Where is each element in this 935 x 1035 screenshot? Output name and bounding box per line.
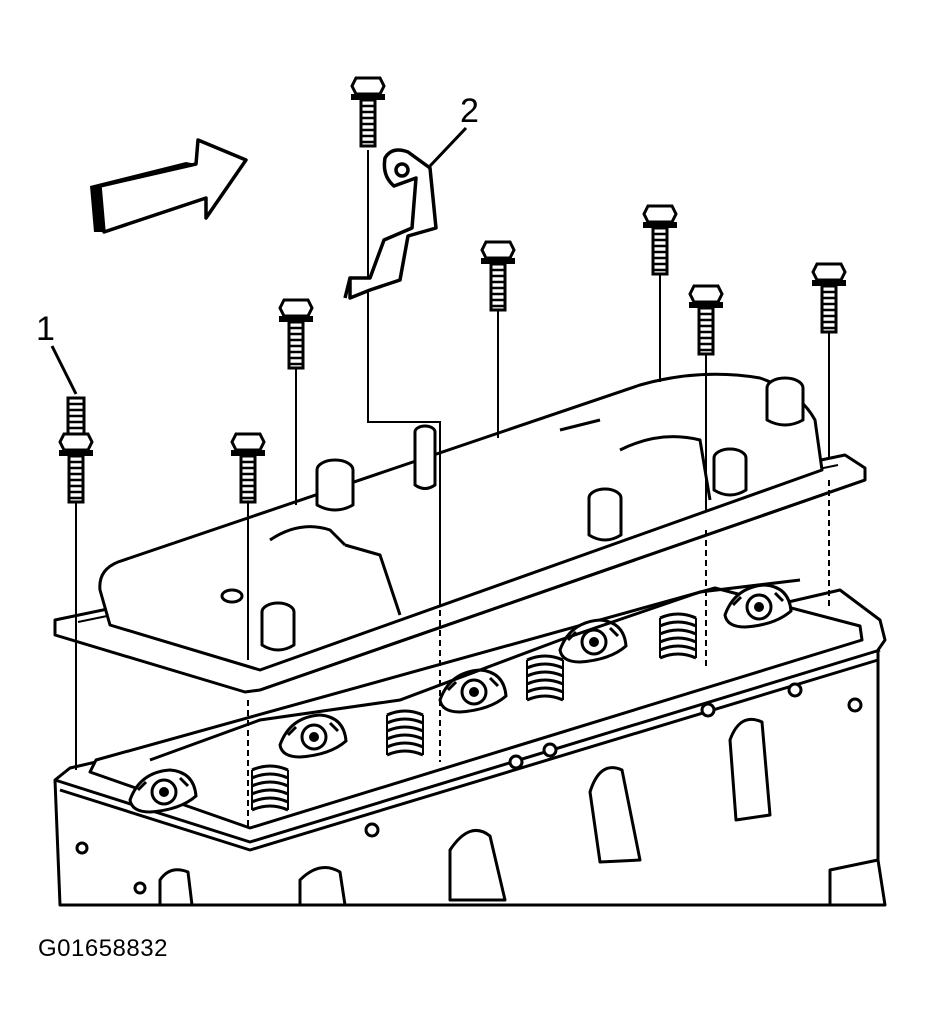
valvetrain (128, 578, 801, 814)
bolt-alignment-lines (75, 150, 830, 830)
figure-id: G01658832 (38, 935, 168, 962)
bolt-icon (57, 76, 848, 504)
callout-label-1: 1 (36, 310, 55, 348)
valve-cover (98, 372, 824, 672)
callout-label-2: 2 (460, 92, 479, 130)
callout-leaders (50, 126, 468, 395)
bracket-icon (343, 148, 438, 300)
arrow-right-icon (90, 138, 248, 234)
